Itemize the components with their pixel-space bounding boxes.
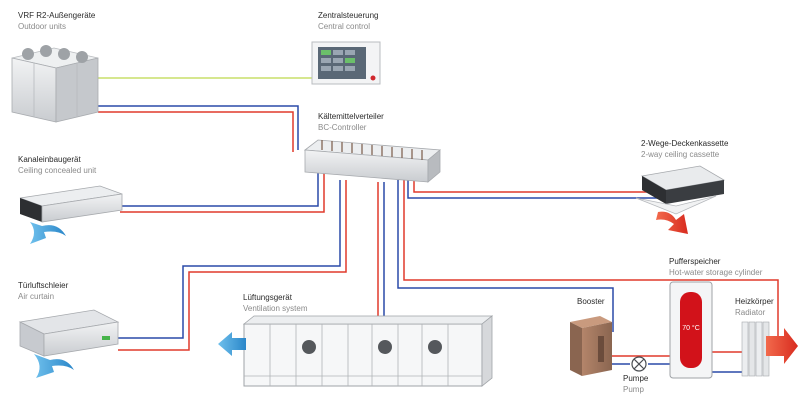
label-air-curtain: Türluftschleier Air curtain <box>18 280 68 302</box>
radiator-label-de: Heizkörper <box>735 297 774 306</box>
air-curtain-icon <box>18 309 120 378</box>
bc-label-en: BC-Controller <box>318 123 367 132</box>
radiator-icon <box>741 321 798 377</box>
label-booster: Booster <box>577 296 605 307</box>
pump-label-en: Pump <box>623 385 644 394</box>
outdoor-unit-icon <box>11 45 99 123</box>
label-ventilation: Lüftungsgerät Ventilation system <box>243 292 307 314</box>
label-pump: Pumpe Pump <box>623 373 648 395</box>
outdoor-label-en: Outdoor units <box>18 22 67 31</box>
label-cassette: 2-Wege-Deckenkassette 2-way ceiling cass… <box>641 138 728 160</box>
ventilation-label-de: Lüftungsgerät <box>243 293 292 302</box>
tank-temperature: 70 °C <box>682 324 700 332</box>
booster-icon <box>570 316 612 376</box>
curtain-label-en: Air curtain <box>18 292 55 301</box>
ventilation-unit-icon <box>218 315 494 387</box>
pump-icon <box>631 356 647 372</box>
bc-label-de: Kältemittelverteiler <box>318 112 384 121</box>
label-bc-controller: Kältemittelverteiler BC-Controller <box>318 111 384 133</box>
storage-label-en: Hot-water storage cylinder <box>669 268 763 277</box>
label-outdoor-units: VRF R2-Außengeräte Outdoor units <box>18 10 95 32</box>
cassette-label-de: 2-Wege-Deckenkassette <box>641 139 729 148</box>
label-storage: Pufferspeicher Hot-water storage cylinde… <box>669 256 762 278</box>
radiator-label-en: Radiator <box>735 308 766 317</box>
concealed-label-en: Ceiling concealed unit <box>18 166 97 175</box>
bc-controller-icon <box>303 139 442 183</box>
booster-label-de: Booster <box>577 297 605 306</box>
ducted-unit-icon <box>19 185 123 244</box>
pump-label-de: Pumpe <box>623 374 649 383</box>
label-ceiling-concealed: Kanaleinbaugerät Ceiling concealed unit <box>18 154 96 176</box>
label-central-control: Zentralsteuerung Central control <box>318 10 378 32</box>
label-radiator: Heizkörper Radiator <box>735 296 774 318</box>
ceiling-cassette-icon <box>635 165 726 234</box>
cassette-label-en: 2-way ceiling cassette <box>641 150 720 159</box>
storage-label-de: Pufferspeicher <box>669 257 721 266</box>
ventilation-label-en: Ventilation system <box>243 304 308 313</box>
curtain-label-de: Türluftschleier <box>18 281 69 290</box>
outdoor-label-de: VRF R2-Außengeräte <box>18 11 96 20</box>
concealed-label-de: Kanaleinbaugerät <box>18 155 81 164</box>
touch-controller-icon <box>311 41 381 85</box>
storage-tank-icon: 70 °C <box>669 281 713 379</box>
central-label-en: Central control <box>318 22 371 31</box>
central-label-de: Zentralsteuerung <box>318 11 379 20</box>
